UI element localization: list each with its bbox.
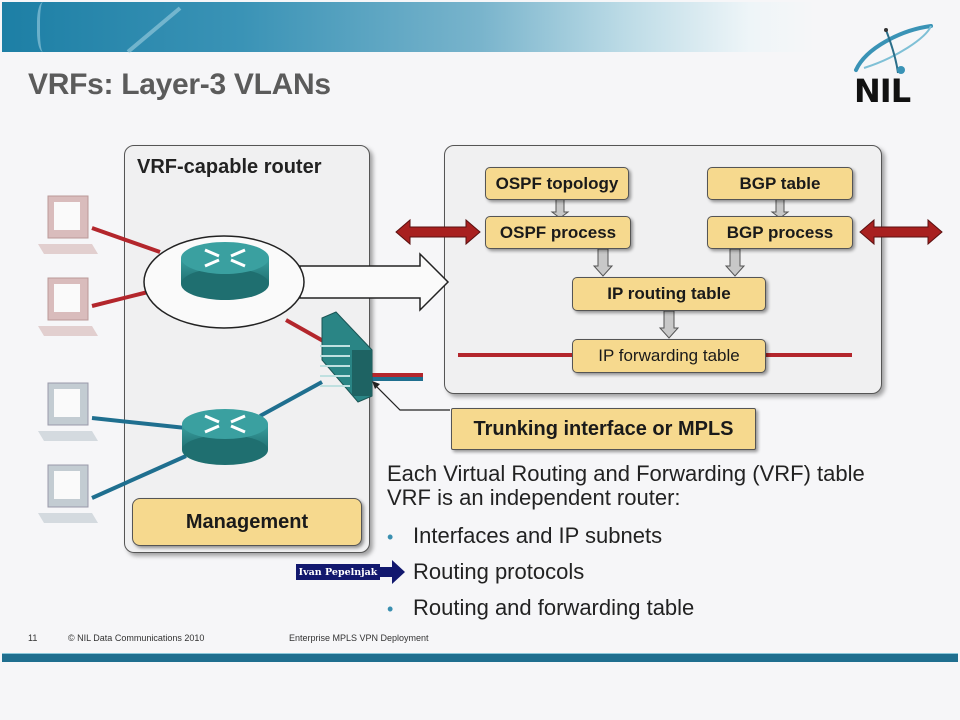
bullet-item: Routing protocols [387, 559, 584, 585]
bullet-text: Routing and forwarding table [413, 595, 695, 620]
ip-routing-table-box: IP routing table [572, 277, 766, 311]
pc-icon-red-1 [38, 195, 98, 254]
down-arrow-icon [724, 248, 746, 277]
header-banner [2, 2, 960, 54]
description-line: VRF is an independent router: [387, 485, 681, 510]
course-title: Enterprise MPLS VPN Deployment [289, 633, 429, 643]
router-icon-global [182, 409, 268, 465]
banner-swoosh [37, 2, 52, 52]
bullet-text: Routing protocols [413, 559, 585, 584]
router-icon-vrf [181, 242, 269, 300]
bgp-table-box: BGP table [707, 167, 853, 200]
link-blue [259, 380, 323, 418]
link-red [91, 226, 161, 254]
nil-logo: NIL [846, 18, 946, 110]
bidirectional-arrow-icon-left [395, 218, 481, 246]
logo-text: NIL [854, 72, 911, 110]
down-arrow-icon [658, 310, 680, 339]
pc-icon-blue-2 [38, 464, 98, 523]
copyright: © NIL Data Communications 2010 [68, 633, 205, 643]
description-line: Each Virtual Routing and Forwarding (VRF… [387, 461, 865, 486]
bidirectional-arrow-icon-right [859, 218, 943, 246]
bullet-icon: • [387, 527, 394, 547]
trunk-interface-icon [320, 311, 373, 403]
bullet-item: • Routing and forwarding table [387, 595, 694, 621]
pointer-arrowhead-icon [372, 381, 380, 389]
bullet-text: Interfaces and IP subnets [413, 523, 663, 548]
expand-arrow-icon [299, 252, 450, 312]
pc-icon-blue-1 [38, 382, 98, 441]
logo-orbit-icon [854, 24, 933, 74]
down-arrow-icon [592, 248, 614, 277]
ospf-process-box: OSPF process [485, 216, 631, 249]
ospf-topology-box: OSPF topology [485, 167, 629, 200]
link-blue [91, 454, 187, 500]
link-red [285, 318, 326, 344]
bgp-process-box: BGP process [707, 216, 853, 249]
author-tag: Ivan Pepelnjak [296, 564, 380, 580]
trunk-pointer-line [373, 383, 450, 411]
router-panel-title: VRF-capable router [137, 156, 322, 178]
trunk-label-box: Trunking interface or MPLS [451, 408, 756, 450]
footer-bar [2, 653, 958, 662]
bullet-item: • Interfaces and IP subnets [387, 523, 662, 549]
pc-icon-red-2 [38, 277, 98, 336]
description: Each Virtual Routing and Forwarding (VRF… [387, 462, 865, 510]
management-box: Management [132, 498, 362, 546]
ip-forwarding-table-box: IP forwarding table [572, 339, 766, 373]
pointer-arrow-icon [380, 560, 405, 584]
page-number: 11 [28, 633, 38, 643]
bullet-icon: • [387, 599, 394, 619]
slide-title: VRFs: Layer-3 VLANs [28, 68, 331, 101]
link-blue [91, 416, 187, 430]
link-red [91, 290, 149, 308]
